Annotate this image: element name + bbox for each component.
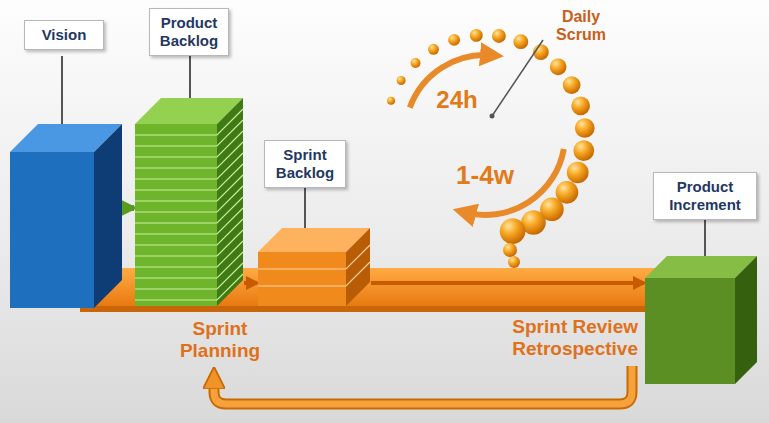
block-side [94,124,122,308]
stack-layer-line [135,241,243,267]
bubble [428,44,439,55]
bubble [508,256,520,268]
leader-line [492,40,543,116]
stack-layer-line [135,219,243,245]
sign-pole [704,218,706,262]
scrum-artifact: Sprint Backlog [258,228,370,306]
bubble [550,58,567,75]
bubble [448,34,460,46]
stack-layer-line [135,120,243,146]
bubble [513,34,528,49]
bubble [411,58,421,68]
stack-layer-line [135,175,243,201]
event-name: Sprint Review Retrospective [462,316,638,360]
feedback-loop-arrow [214,366,632,404]
bubble [563,76,581,94]
block-shape [258,228,370,306]
bubble [492,29,506,43]
sign-pole [304,186,306,232]
flow-arrow [244,281,257,285]
cycle-duration: 24h [432,86,482,114]
bubble [567,162,589,184]
stack-layer-line [135,252,243,278]
sign-label: Product Increment [653,172,757,220]
block-shape [135,98,243,306]
stack-layer-line [135,164,243,190]
stack-layer-line [135,230,243,256]
feedback-loop-arrow [214,366,632,404]
stack-layer-line [258,245,370,269]
bubble [470,29,483,42]
sign-label: Vision [24,20,104,50]
bubble [573,140,594,161]
stack-layer-line [135,274,243,300]
sign-label: Product Backlog [149,8,229,56]
block-front [645,278,735,384]
cycle-duration: 1-4w [452,160,518,190]
scrum-artifact: Vision [10,124,122,308]
stack-layer-line [135,197,243,223]
bubble [397,76,406,85]
sign-label: Sprint Backlog [264,140,346,188]
stack-layer-line [135,153,243,179]
block-shape [645,256,757,384]
stack-layer-line [135,263,243,289]
block-side [346,228,370,306]
stack-layer-line [258,262,370,286]
leader-dot [490,114,495,119]
stack-layer-line [135,186,243,212]
stack-layer-line [135,208,243,234]
event-name: Sprint Planning [160,318,280,362]
bubble [571,96,590,115]
event-name: Daily Scrum [548,8,614,44]
flow-arrow [371,281,644,285]
flow-arrow [123,205,134,211]
stack-layer-line [135,131,243,157]
bubble [387,97,395,105]
block-front [10,152,94,308]
block-shape [10,124,122,308]
block-front [135,124,217,306]
bubble [575,118,595,138]
block-front [258,252,346,306]
sign-pole [61,56,63,128]
stack-layer-line [135,109,243,135]
sign-pole [189,56,191,100]
bubble [500,218,526,244]
stack-layer-line [135,142,243,168]
scrum-artifact: Product Increment [645,256,757,384]
scrum-artifact: Product Backlog [135,98,243,306]
timeline-band-edge [80,306,658,312]
bubble [503,243,517,257]
block-side [735,256,757,384]
daily-cycle-bubbles [387,29,595,268]
